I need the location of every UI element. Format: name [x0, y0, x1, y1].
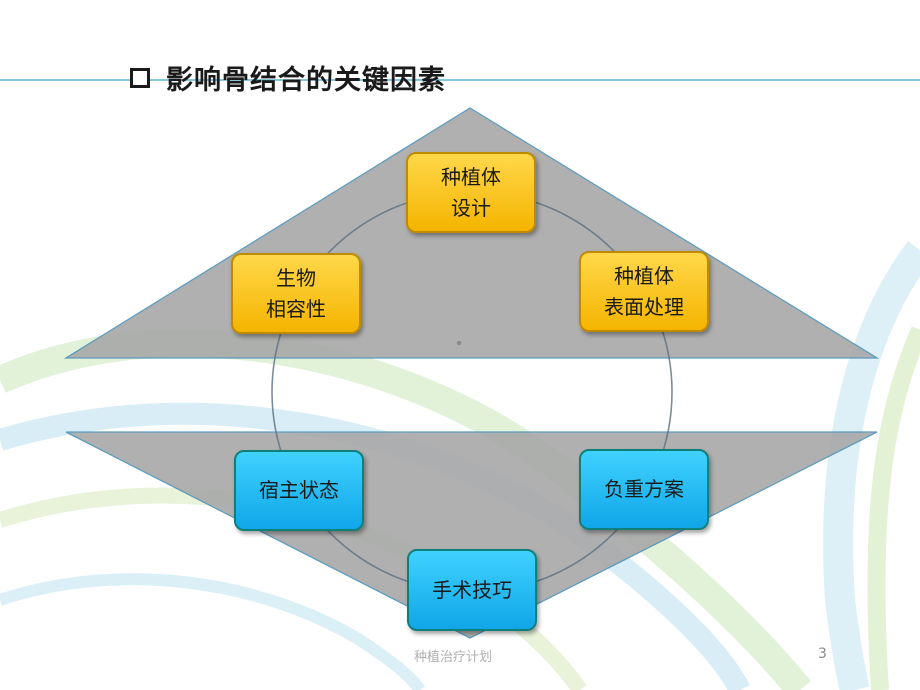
upper-triangle	[63, 107, 880, 359]
node-line: 宿主状态	[259, 478, 339, 502]
node-line: 设计	[451, 195, 491, 220]
node-line: 种植体	[441, 164, 501, 189]
node-host-status: 宿主状态	[234, 450, 364, 531]
node-loading-plan: 负重方案	[579, 449, 709, 530]
node-surgical-skill: 手术技巧	[407, 549, 537, 631]
node-line: 相容性	[266, 296, 326, 321]
node-surface-treatment: 种植体 表面处理	[579, 251, 709, 332]
center-dot	[456, 340, 462, 346]
node-line: 生物	[276, 265, 316, 290]
square-bullet-icon	[130, 67, 150, 88]
footer-text: 种植治疗计划	[414, 650, 493, 665]
node-line: 表面处理	[604, 294, 684, 319]
node-line: 种植体	[614, 263, 674, 288]
page-number: 3	[818, 646, 827, 662]
node-line: 负重方案	[604, 477, 684, 501]
node-biocompatibility: 生物 相容性	[231, 253, 361, 334]
node-line: 手术技巧	[432, 577, 512, 602]
node-implant-design: 种植体 设计	[406, 152, 536, 233]
title-text: 影响骨结合的关键因素	[166, 65, 446, 96]
slide-title: 影响骨结合的关键因素	[130, 58, 446, 97]
